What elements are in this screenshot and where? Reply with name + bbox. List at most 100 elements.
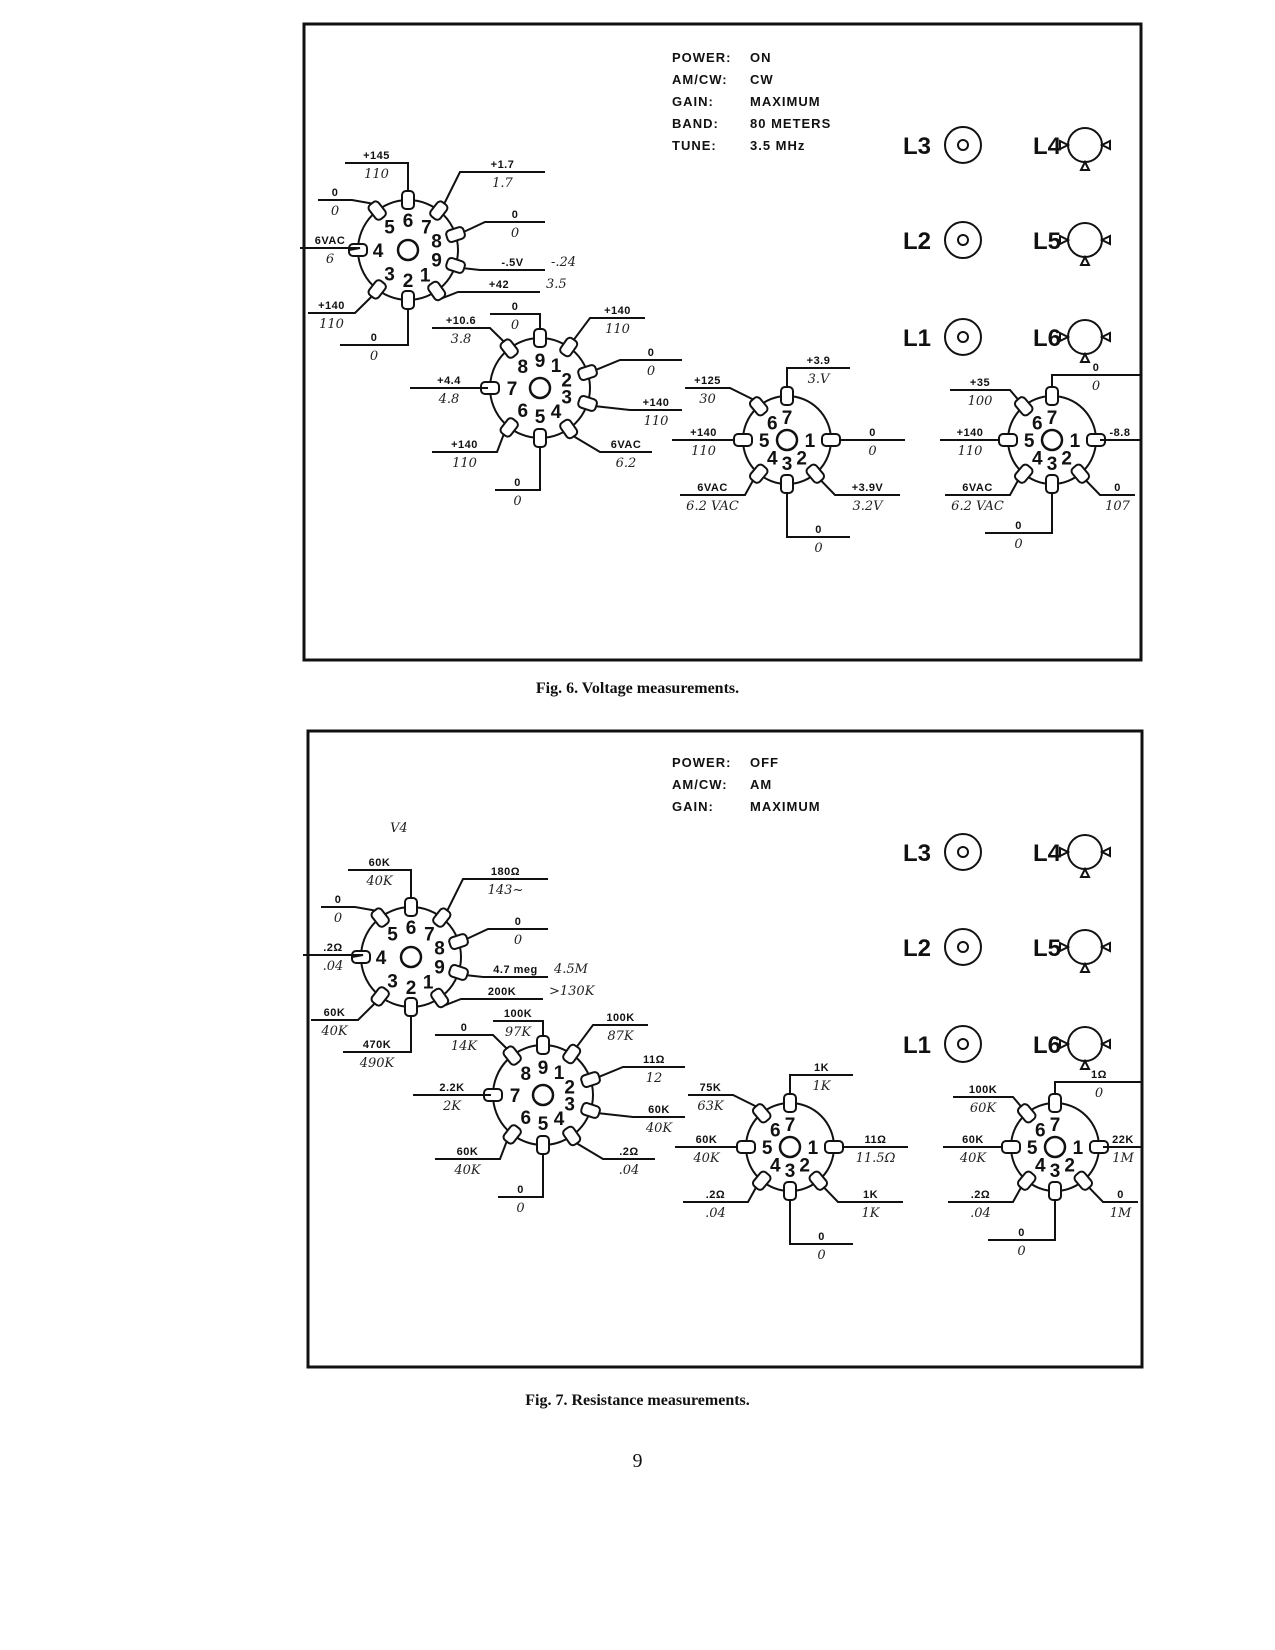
pin-number: 7 (1047, 408, 1058, 429)
pin-lug (1048, 1181, 1062, 1201)
coil-can-icon (1067, 929, 1103, 965)
lead-wire (463, 221, 545, 233)
pin-number: 1 (1073, 1138, 1084, 1159)
pin-number: 6 (517, 401, 528, 422)
setting-value: 80 METERS (750, 116, 831, 131)
handwritten-value: 1K (813, 1079, 832, 1094)
handwritten-value: 0 (814, 541, 822, 556)
lead-wire (596, 405, 682, 411)
socket-center-key (775, 428, 799, 452)
pin-number: 8 (431, 232, 442, 253)
handwritten-value: 40K (645, 1121, 674, 1136)
pin-lug (533, 328, 547, 348)
pin-number: 9 (434, 957, 445, 978)
printed-value: 60K (457, 1146, 479, 1158)
printed-value: .2Ω (706, 1189, 726, 1201)
coil-l3: L3 (903, 126, 982, 164)
printed-value: 0 (648, 347, 655, 359)
handwritten-value: 107 (1105, 499, 1131, 514)
pin-number: 3 (561, 388, 572, 409)
printed-value: 0 (869, 427, 876, 439)
handwritten-value: 97K (505, 1025, 533, 1040)
socket-center-key (396, 238, 420, 262)
pin-number: 2 (1064, 1156, 1075, 1177)
handwritten-value: 4.5M (553, 962, 589, 977)
printed-value: +140 (957, 427, 984, 439)
printed-value: 0 (514, 477, 521, 489)
lead-wire (1085, 479, 1135, 496)
printed-value: 0 (1093, 362, 1100, 374)
coil-label: L2 (903, 935, 931, 962)
socket-center-key (528, 376, 552, 400)
pin-number: 7 (421, 217, 432, 238)
pin-number: 7 (510, 1086, 521, 1107)
pin-number: 5 (1024, 431, 1035, 452)
pin-lug (780, 474, 794, 494)
lead-wire (345, 162, 409, 191)
pin-lug (404, 997, 418, 1017)
lead-wire (318, 199, 372, 205)
handwritten-value: 0 (514, 933, 522, 948)
coil-can-icon (1067, 222, 1103, 258)
lead-wire (464, 267, 545, 271)
handwritten-value: 40K (365, 874, 394, 889)
lead-wire (945, 480, 1019, 496)
lead-wire (595, 359, 682, 371)
pin-lug (445, 226, 466, 243)
coil-form-icon (944, 221, 982, 259)
lead-wire (493, 1020, 544, 1036)
lead-wire (576, 1142, 655, 1160)
handwritten-value: 0 (1014, 537, 1022, 552)
lead-wire (688, 1094, 757, 1108)
printed-value: 60K (696, 1134, 718, 1146)
pin-number: 2 (561, 370, 572, 391)
pin-number: 6 (767, 413, 778, 434)
printed-value: 0 (815, 524, 822, 536)
pin-number: 1 (1070, 431, 1081, 452)
printed-value: 2.2K (439, 1082, 464, 1094)
handwritten-value: 3.2V (852, 499, 884, 514)
pin-number: 5 (387, 924, 398, 945)
coil-form-icon (944, 126, 982, 164)
printed-value: +1.7 (491, 159, 515, 171)
coil-label: L5 (1033, 228, 1061, 255)
printed-value: 0 (1018, 1227, 1025, 1239)
lead-wire (340, 309, 409, 346)
lead-wire (950, 389, 1019, 401)
printed-value: 0 (517, 1184, 524, 1196)
pin-number: 1 (423, 973, 434, 994)
printed-value: 0 (515, 916, 522, 928)
pin-number: 7 (507, 379, 518, 400)
printed-value: 6VAC (611, 439, 642, 451)
pin-number: 7 (424, 924, 435, 945)
lead-wire (443, 171, 545, 204)
pin-lug (1048, 1093, 1062, 1113)
handwritten-value: 110 (452, 456, 477, 471)
printed-value: 0 (512, 301, 519, 313)
printed-value: 200K (488, 986, 516, 998)
socket-center-key (399, 945, 423, 969)
coil-l5: L5 (1033, 929, 1111, 973)
setting-value: AM (750, 777, 772, 792)
coil-l1: L1 (903, 1025, 982, 1063)
tube-socket-3: 11Ω11.5Ω1K1K00.2Ω.0460K40K75K63K1K1K1234… (675, 1062, 908, 1263)
pin-lug (562, 1043, 582, 1065)
lead-wire (1054, 1081, 1143, 1094)
coil-can-icon (1067, 834, 1103, 870)
handwritten-value: 6.2 VAC (686, 499, 739, 514)
coil-can-icon (1067, 1026, 1103, 1062)
lead-wire (573, 435, 652, 453)
handwritten-value: 30 (699, 392, 716, 407)
handwritten-value: 110 (319, 317, 344, 332)
handwritten-value: 6.2 (616, 456, 637, 471)
lead-wire (988, 1200, 1056, 1241)
printed-value: 22K (1112, 1134, 1134, 1146)
coil-l4: L4 (1033, 127, 1111, 171)
handwritten-value: 0 (516, 1201, 524, 1216)
pin-number: 7 (785, 1115, 796, 1136)
lead-wire (495, 447, 541, 491)
setting-label: BAND: (672, 116, 719, 131)
lead-wire (308, 295, 373, 314)
